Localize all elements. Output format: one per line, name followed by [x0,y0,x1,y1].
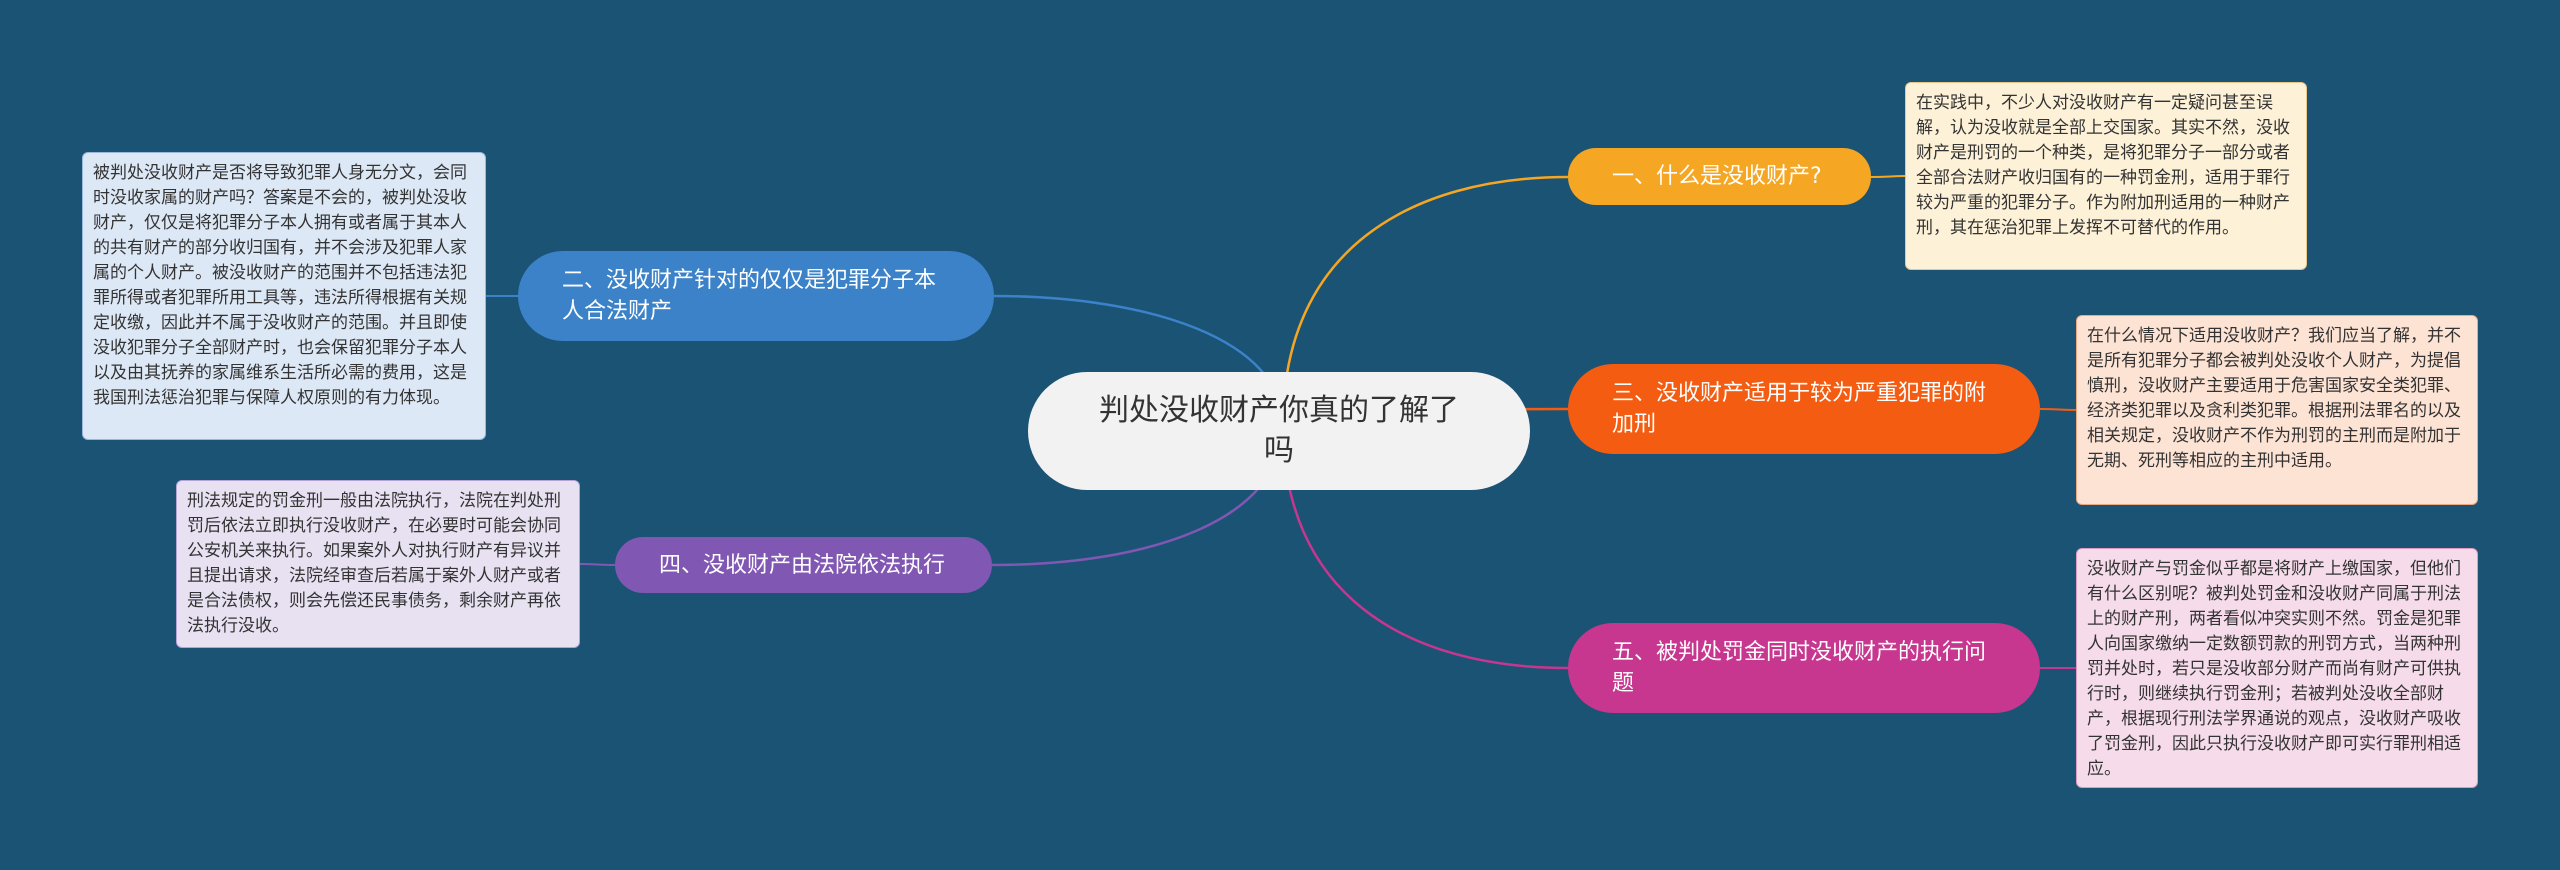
branch-topic-1-label: 一、什么是没收财产? [1612,164,1822,189]
branch-topic-2-label: 二、没收财产针对的仅仅是犯罪分子本人合法财产 [562,268,937,324]
note-branch4: 刑法规定的罚金刑一般由法院执行，法院在判处刑罚后依法立即执行没收财产，在必要时可… [176,480,580,648]
branch-topic-5-label: 五、被判处罚金同时没收财产的执行问题 [1612,640,1987,696]
branch-topic-3-label: 三、没收财产适用于较为严重犯罪的附加刑 [1612,381,1987,437]
branch-topic-1[interactable]: 一、什么是没收财产? [1568,148,1871,205]
branch-topic-4[interactable]: 四、没收财产由法院依法执行 [615,537,992,593]
link-center-branch1 [1281,175,1569,426]
note-branch5: 没收财产与罚金似乎都是将财产上缴国家，但他们有什么区别呢？被判处罚金和没收财产同… [2076,548,2478,788]
central-topic-label: 判处没收财产你真的了解了吗 [1099,393,1459,468]
note-branch2: 被判处没收财产是否将导致犯罪人身无分文，会同时没收家属的财产吗？答案是不会的，被… [82,152,486,440]
branch-topic-3[interactable]: 三、没收财产适用于较为严重犯罪的附加刑 [1568,364,2040,454]
note-branch3: 在什么情况下适用没收财产？我们应当了解，并不是所有犯罪分子都会被判处没收个人财产… [2076,315,2478,505]
branch-topic-2[interactable]: 二、没收财产针对的仅仅是犯罪分子本人合法财产 [518,251,994,341]
link-branch3-note [2039,408,2077,411]
link-branch4-note [579,563,616,566]
central-topic[interactable]: 判处没收财产你真的了解了吗 [1028,372,1530,490]
branch-topic-4-label: 四、没收财产由法院依法执行 [659,552,946,578]
branch-topic-5[interactable]: 五、被判处罚金同时没收财产的执行问题 [1568,623,2040,713]
note-branch1: 在实践中，不少人对没收财产有一定疑问甚至误解，认为没收就是全部上交国家。其实不然… [1905,82,2307,270]
link-branch1-note [1870,175,1906,178]
